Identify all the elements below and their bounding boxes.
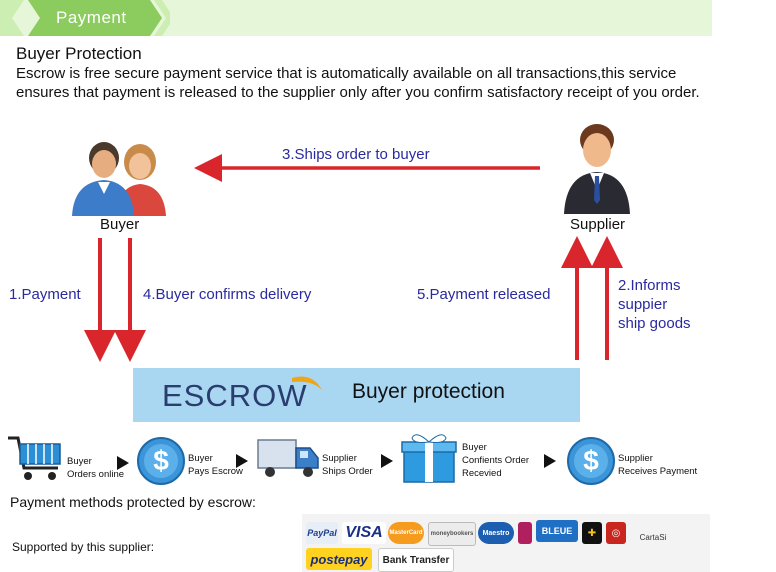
process-line: Ships Order xyxy=(322,466,373,477)
process-arrow xyxy=(236,454,248,468)
payment-tab[interactable]: Payment xyxy=(0,0,170,36)
cartasi-logo: CartaSi xyxy=(639,533,667,542)
step2-line: suppier xyxy=(618,296,668,313)
section-title: Buyer Protection xyxy=(16,44,142,63)
process-arrow xyxy=(117,456,129,470)
step1-label: 1.Payment xyxy=(9,286,81,303)
process-line: Buyer xyxy=(67,456,92,467)
bank-transfer-logo: Bank Transfer xyxy=(378,548,454,572)
process-line: Supplier xyxy=(322,453,357,464)
step4-label: 4.Buyer confirms delivery xyxy=(143,286,312,303)
process-step-confirms-order: Buyer Confients Order Recevied xyxy=(462,441,529,480)
section-description: Escrow is free secure payment service th… xyxy=(16,65,700,101)
step5-label: 5.Payment released xyxy=(417,286,551,303)
svg-text:$: $ xyxy=(153,445,169,476)
card-logo: ◎ xyxy=(606,522,626,544)
payment-methods-title: Payment methods protected by escrow: xyxy=(10,494,256,510)
process-step-ships-order: Supplier Ships Order xyxy=(322,452,373,478)
dollar-coin-icon: $ xyxy=(567,437,615,485)
escrow-tagline: Buyer protection xyxy=(352,380,505,403)
step2-label: 2.Informs suppier ship goods xyxy=(618,276,691,333)
process-line: Supplier xyxy=(618,453,653,464)
process-step-receives-payment: Supplier Receives Payment xyxy=(618,452,697,478)
postepay-logo: postepay xyxy=(306,548,372,570)
supplier-person-icon xyxy=(564,124,630,214)
svg-text:$: $ xyxy=(583,445,599,476)
delivery-truck-icon xyxy=(257,439,319,477)
process-line: Pays Escrow xyxy=(188,466,243,477)
step2-line: 2.Informs xyxy=(618,277,681,294)
payment-logos-panel: PayPal VISA MasterCard moneybookers Maes… xyxy=(302,514,710,572)
process-line: Recevied xyxy=(462,468,502,479)
tab-chevron-shape xyxy=(0,0,170,36)
supplier-label: Supplier xyxy=(570,216,626,233)
escrow-banner xyxy=(133,368,580,422)
step2-line: ship goods xyxy=(618,315,691,332)
mastercard-logo: MasterCard xyxy=(388,522,424,544)
step3-label: 3.Ships order to buyer xyxy=(282,146,430,163)
buyer-couple-icon xyxy=(72,142,166,216)
maestro-logo: Maestro xyxy=(478,522,514,544)
process-line: Buyer xyxy=(462,442,487,453)
visa-logo: VISA xyxy=(342,522,386,544)
process-line: Orders online xyxy=(67,469,125,480)
buyer-label: Buyer xyxy=(100,216,140,233)
shopping-cart-icon xyxy=(8,436,61,480)
gift-box-icon xyxy=(401,434,457,483)
moneybookers-logo: moneybookers xyxy=(428,522,476,546)
process-arrow xyxy=(544,454,556,468)
process-line: Confients Order xyxy=(462,455,530,466)
paypal-logo: PayPal xyxy=(306,522,338,544)
dollar-coin-icon: $ xyxy=(137,437,185,485)
payment-tab-label: Payment xyxy=(56,8,127,27)
process-step-orders-online: Buyer Orders online xyxy=(67,455,124,481)
process-line: Buyer xyxy=(188,453,213,464)
carte-bleue-logo: BLEUE xyxy=(536,520,578,542)
supported-by-supplier-label: Supported by this supplier: xyxy=(12,540,155,554)
euro6000-logo: ✚ xyxy=(582,522,602,544)
process-arrow xyxy=(381,454,393,468)
card-logo xyxy=(518,522,532,544)
escrow-swoosh-icon xyxy=(292,376,322,390)
process-step-pays-escrow: Buyer Pays Escrow xyxy=(188,452,243,478)
escrow-logo-text: ESCROW xyxy=(162,378,308,413)
process-line: Receives Payment xyxy=(618,466,698,477)
